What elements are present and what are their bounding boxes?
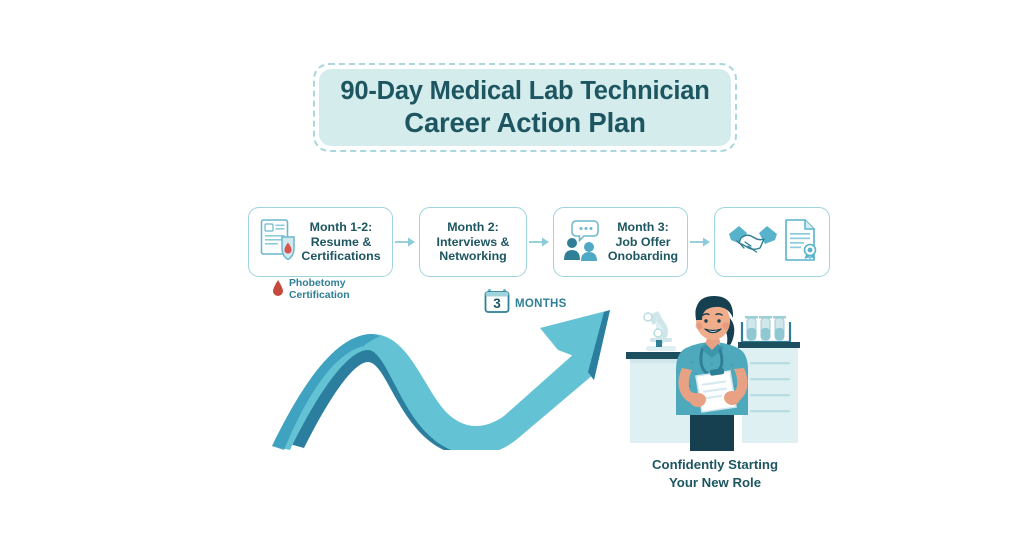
caption-confidently-starting: Confidently Starting Your New Role: [651, 457, 778, 490]
connector-2: [527, 235, 553, 249]
arrow-right-icon: [395, 237, 415, 247]
lab-technician-illustration: [612, 276, 812, 456]
step-box-offer-signed[interactable]: [714, 207, 830, 277]
arrow-right-icon: [690, 237, 710, 247]
page-title-line2: Career Action Plan: [404, 107, 646, 138]
months-badge: 3 MONTHS: [484, 288, 567, 319]
arrow-right-icon: [529, 237, 549, 247]
connector-3: [688, 235, 714, 249]
title-banner: 90-Day Medical Lab Technician Career Act…: [313, 63, 737, 152]
blood-drop-icon: [272, 279, 284, 302]
phlebotomy-certification-note: Phobetomy Certification: [272, 278, 350, 303]
test-tube-rack-icon: [740, 316, 792, 344]
title-banner-inner: 90-Day Medical Lab Technician Career Act…: [319, 69, 731, 146]
growth-arrow-icon: [258, 300, 638, 457]
page-title-line1: 90-Day Medical Lab Technician: [340, 76, 710, 105]
step-box-month-1-2[interactable]: Month 1-2: Resume & Certifications: [248, 207, 393, 277]
phlebotomy-certification-label: Phobetomy Certification: [289, 278, 350, 302]
calendar-icon: 3: [484, 288, 510, 319]
months-number: 3: [493, 296, 501, 311]
step-box-month-2[interactable]: Month 2: Interviews & Networking: [419, 207, 527, 277]
microscope-icon: [643, 311, 676, 351]
steps-row: Month 1-2: Resume & Certifications Month…: [248, 207, 830, 277]
step-box-month-3[interactable]: Month 3: Job Offer Onobarding: [553, 207, 688, 277]
step-label-month-1-2: Month 1-2: Resume & Certifications: [301, 220, 381, 264]
months-unit-label: MONTHS: [515, 297, 567, 310]
certificate-icon: [784, 218, 818, 267]
two-people-speech-bubble-icon: [563, 219, 603, 266]
handshake-icon: [727, 220, 779, 265]
step-label-month-3: Month 3: Job Offer Onobarding: [607, 220, 679, 264]
step-label-month-2: Month 2: Interviews & Networking: [436, 220, 510, 264]
connector-1: [393, 235, 419, 249]
resume-shield-blooddrop-icon: [260, 218, 296, 267]
